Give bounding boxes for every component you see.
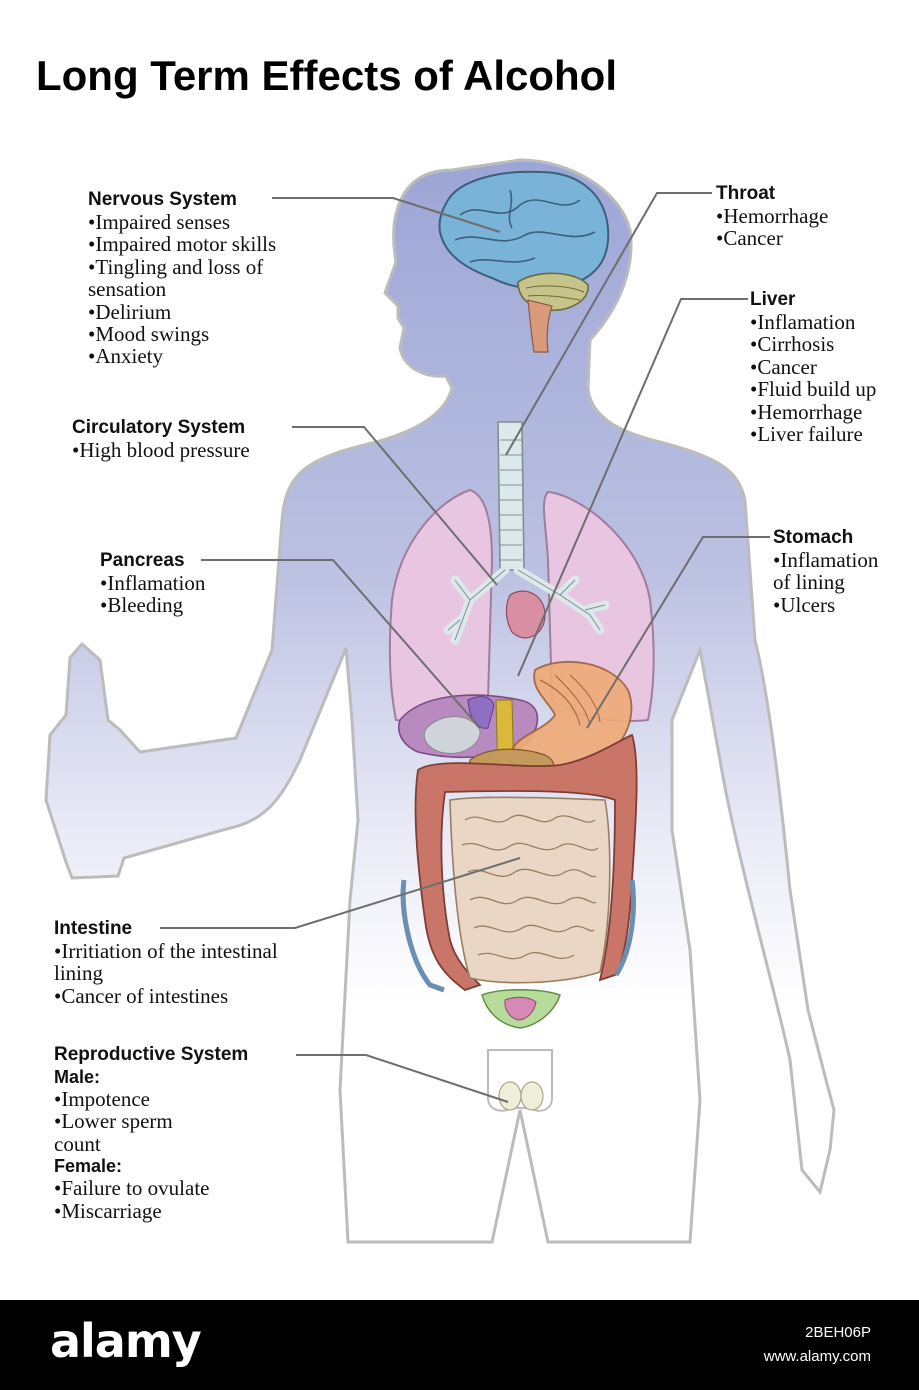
image-id-text: 2BEH06P bbox=[805, 1324, 871, 1341]
leader-line-pancreas bbox=[201, 559, 481, 729]
gallbladder-icon bbox=[423, 716, 481, 754]
label-reproductive-system: Reproductive System Male: •Impotence •Lo… bbox=[54, 1043, 248, 1222]
pancreas-item: •Bleeding bbox=[100, 593, 184, 618]
reproductive-female-item: •Failure to ovulate bbox=[54, 1176, 210, 1201]
reproductive-male-item: count bbox=[54, 1131, 101, 1156]
intestine-item: •Irritiation of the intestinal bbox=[54, 939, 278, 963]
heading-nervous-system: Nervous System bbox=[88, 189, 237, 210]
diagram-canvas: Long Term Effects of Alcohol Nervous Sys… bbox=[36, 52, 878, 1244]
liver-item: •Hemorrhage bbox=[750, 399, 863, 424]
nervous-item: •Anxiety bbox=[88, 344, 164, 369]
reproductive-male-item: •Lower sperm bbox=[54, 1109, 173, 1134]
liver-item: •Inflamation bbox=[750, 310, 856, 334]
colon-icon bbox=[414, 733, 638, 992]
leader-line-stomach bbox=[586, 536, 770, 729]
stomach-item: of lining bbox=[773, 570, 845, 595]
brain-icon bbox=[438, 170, 610, 353]
label-stomach: Stomach •Inflamation of lining •Ulcers bbox=[773, 526, 878, 616]
leader-line-liver bbox=[517, 298, 748, 677]
heading-pancreas: Pancreas bbox=[100, 550, 185, 571]
subheading-female: Female: bbox=[54, 1156, 123, 1177]
brand-logo: alamy bbox=[50, 1314, 202, 1368]
page-title: Long Term Effects of Alcohol bbox=[36, 52, 618, 99]
nervous-item: •Tingling and loss of bbox=[88, 254, 264, 279]
label-nervous-system: Nervous System •Impaired senses •Impaire… bbox=[88, 188, 276, 368]
heading-intestine: Intestine bbox=[54, 918, 133, 939]
throat-item: •Hemorrhage bbox=[716, 204, 829, 228]
label-intestine: Intestine •Irritiation of the intestinal… bbox=[54, 917, 278, 1007]
stomach-item: •Inflamation bbox=[773, 548, 879, 572]
intestine-item: lining bbox=[54, 961, 104, 986]
bladder-icon bbox=[504, 996, 537, 1021]
stomach-item: •Ulcers bbox=[773, 592, 836, 617]
nervous-item: •Impaired senses bbox=[88, 210, 231, 234]
label-circulatory-system: Circulatory System •High blood pressure bbox=[72, 416, 250, 461]
label-pancreas: Pancreas •Inflamation •Bleeding bbox=[100, 549, 205, 617]
pancreas-item: •Inflamation bbox=[100, 571, 206, 595]
leader-line-nervous bbox=[272, 197, 501, 233]
label-liver: Liver •Inflamation •Cirrhosis •Cancer •F… bbox=[750, 288, 876, 445]
watermark-footer-bar: alamy 2BEH06P www.alamy.com bbox=[0, 1300, 919, 1390]
leader-line-intestine bbox=[160, 857, 521, 929]
leader-line-reproductive bbox=[296, 1054, 509, 1103]
heading-liver: Liver bbox=[750, 289, 796, 310]
colon-right-edge bbox=[613, 879, 636, 977]
label-throat: Throat •Hemorrhage •Cancer bbox=[716, 182, 828, 250]
subheading-male: Male: bbox=[54, 1067, 101, 1087]
heading-circulatory-system: Circulatory System bbox=[72, 417, 246, 438]
site-url-text: www.alamy.com bbox=[763, 1348, 871, 1365]
reproductive-male-item: •Impotence bbox=[54, 1087, 150, 1111]
liver-item: •Fluid build up bbox=[750, 377, 877, 402]
small-intestine-icon bbox=[449, 796, 611, 984]
liver-item: •Liver failure bbox=[750, 422, 863, 447]
leader-line-circulatory bbox=[292, 426, 498, 586]
nervous-item: •Impaired motor skills bbox=[88, 232, 277, 257]
heading-reproductive-system: Reproductive System bbox=[54, 1044, 249, 1065]
reproductive-female-item: •Miscarriage bbox=[54, 1198, 162, 1223]
testes-icon bbox=[487, 1049, 553, 1112]
nervous-item: sensation bbox=[88, 277, 167, 302]
colon-left-edge bbox=[400, 879, 445, 993]
throat-item: •Cancer bbox=[716, 226, 783, 251]
anatomy-illustration bbox=[44, 158, 836, 1244]
liver-item: •Cancer bbox=[750, 354, 817, 379]
heading-throat: Throat bbox=[716, 183, 776, 204]
liver-item: •Cirrhosis bbox=[750, 332, 835, 357]
nervous-item: •Delirium bbox=[88, 299, 172, 324]
circulatory-item: •High blood pressure bbox=[72, 438, 250, 462]
nervous-item: •Mood swings bbox=[88, 322, 210, 347]
heading-stomach: Stomach bbox=[773, 527, 854, 548]
leader-line-throat bbox=[505, 192, 712, 456]
intestine-item: •Cancer of intestines bbox=[54, 983, 229, 1008]
trachea-icon bbox=[443, 421, 610, 645]
